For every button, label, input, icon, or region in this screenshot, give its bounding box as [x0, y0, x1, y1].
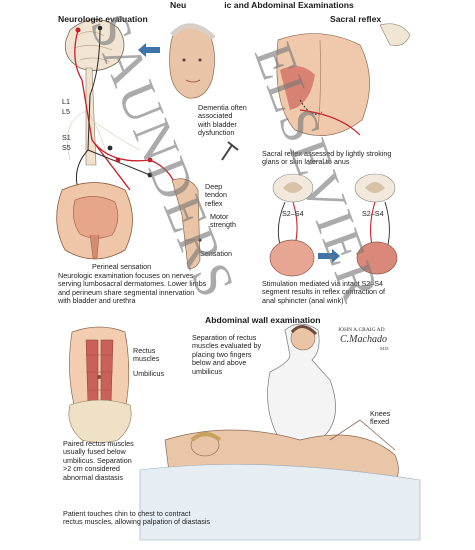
label-l5: L5 — [62, 107, 70, 116]
spinal-cross-section-left — [272, 173, 314, 203]
label-rectus-muscles: Rectus muscles — [133, 346, 160, 364]
label-s2-s4-left: S2–S4 — [282, 209, 304, 218]
arrow-to-patient — [138, 43, 160, 57]
signature-line2: C.Machado — [340, 334, 387, 345]
heading-neurologic-evaluation: Neurologic evaluation — [58, 14, 148, 24]
label-motor-strength: Motor strength — [210, 212, 236, 230]
label-umbilicus: Umbilicus — [133, 369, 165, 378]
signature-suffix1: AD — [376, 327, 385, 333]
heading-abdominal-wall: Abdominal wall examination — [205, 315, 321, 325]
sacral-caption: Sacral reflex assessed by lightly stroki… — [262, 149, 392, 167]
abdominal-bottom-caption: Patient touches chin to chest to contrac… — [63, 509, 211, 527]
heading-sacral-reflex: Sacral reflex — [330, 14, 382, 24]
reflex-hammer — [221, 141, 239, 161]
signature-craig: JOHN A.CRAIG AD — [338, 327, 385, 333]
signature-suffix-md: M.D. — [380, 346, 390, 351]
main-title: Neu ic and Abdominal Examinations — [170, 0, 354, 10]
elderly-patient-face — [169, 25, 215, 99]
label-perineal-sensation: Perineal sensation — [92, 262, 152, 271]
nerve-pathway-red — [74, 29, 181, 201]
dementia-note: Dementia often associated with bladder d… — [198, 103, 247, 138]
label-deep-tendon-reflex: Deep tendon reflex — [205, 182, 227, 208]
brain-illustration — [64, 19, 125, 71]
main-title-start: Neu — [170, 0, 187, 10]
paired-rectus-note: Paired rectus muscles usually fused belo… — [63, 439, 134, 482]
label-s2-s4-right: S2–S4 — [362, 209, 384, 218]
label-sensation: Sensation — [200, 249, 232, 258]
buttocks-illustration — [276, 33, 370, 136]
nerve-pathway-dark — [75, 27, 151, 196]
label-s1: S1 — [62, 133, 71, 142]
leg-illustration — [171, 178, 201, 269]
stimulation-caption: Stimulation mediated via intact S2–S4 se… — [262, 279, 386, 305]
pelvis-bones — [68, 399, 132, 443]
arrow-reflex — [318, 249, 340, 263]
anal-sphincter-right — [356, 241, 398, 275]
doctor-figure — [267, 323, 336, 441]
signature-machado: C.Machado — [340, 334, 387, 345]
separation-note: Separation of rectus muscles evaluated b… — [192, 333, 262, 376]
label-s5: S5 — [62, 143, 71, 152]
spinal-cross-section-right — [354, 173, 396, 203]
label-l1: L1 — [62, 97, 70, 106]
bed-sheet — [139, 464, 421, 541]
anal-sphincter-left — [269, 239, 315, 277]
signature-line1: JOHN A.CRAIG — [338, 327, 376, 333]
gloved-hand — [379, 23, 411, 46]
main-title-end: ic and Abdominal Examinations — [224, 0, 354, 10]
label-knees-flexed: Knees flexed — [370, 409, 391, 427]
neuro-caption: Neurologic examination focuses on nerves… — [58, 271, 207, 306]
